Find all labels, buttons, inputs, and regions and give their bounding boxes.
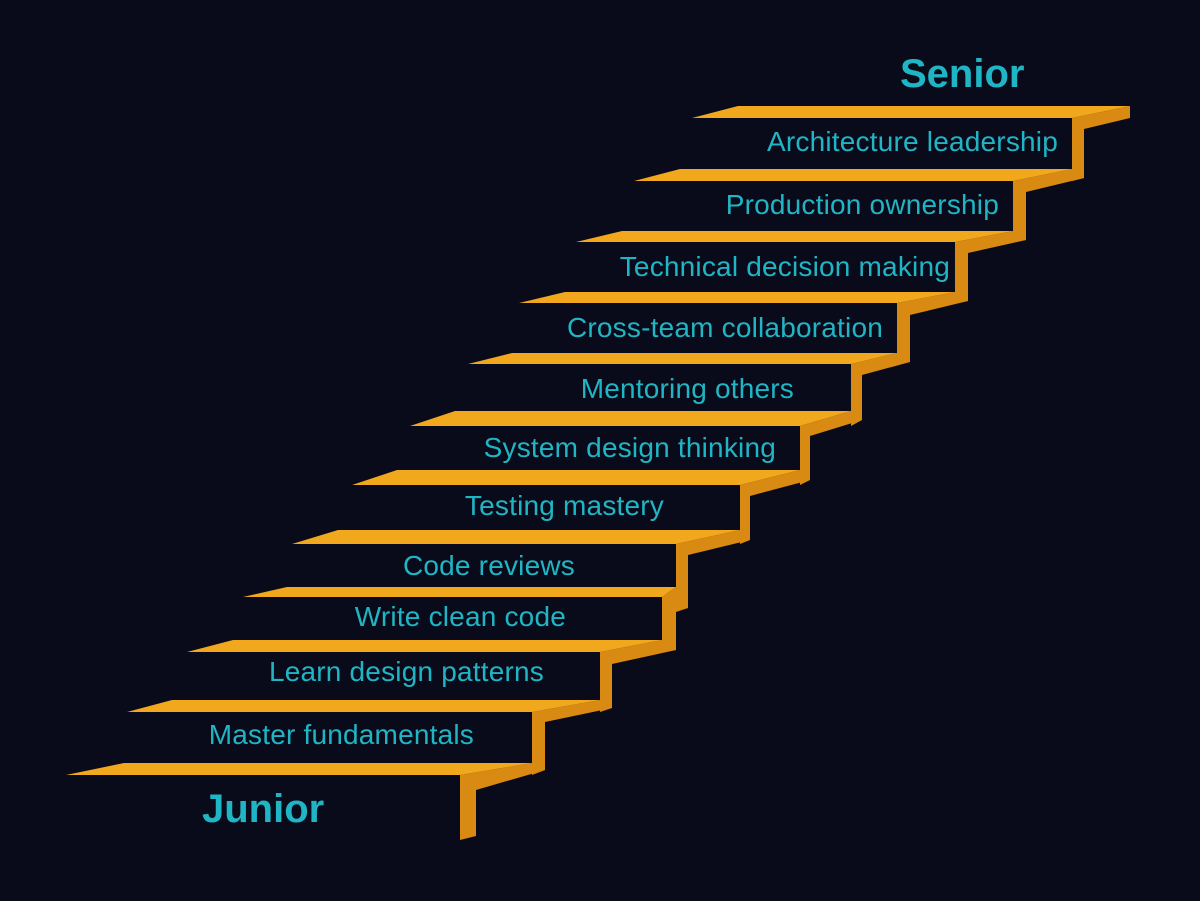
step-label-write-clean-code: Write clean code: [354, 601, 566, 632]
step-label-system-design-thinking: System design thinking: [483, 432, 776, 463]
step-label-production-ownership: Production ownership: [725, 189, 999, 220]
step-label-testing-mastery: Testing mastery: [464, 490, 664, 521]
step-label-architecture-leadership: Architecture leadership: [767, 126, 1058, 157]
step-label-master-fundamentals: Master fundamentals: [208, 719, 474, 750]
staircase-risers: [460, 106, 1130, 840]
step-label-technical-decision-making: Technical decision making: [619, 251, 950, 282]
step-label-learn-design-patterns: Learn design patterns: [268, 656, 544, 687]
step-label-cross-team-collaboration: Cross-team collaboration: [566, 312, 883, 343]
staircase-treads: [66, 106, 1130, 775]
step-label-code-reviews: Code reviews: [402, 550, 575, 581]
step-label-mentoring-others: Mentoring others: [580, 373, 794, 404]
junior-label: Junior: [202, 787, 325, 831]
senior-label: Senior: [900, 52, 1025, 96]
